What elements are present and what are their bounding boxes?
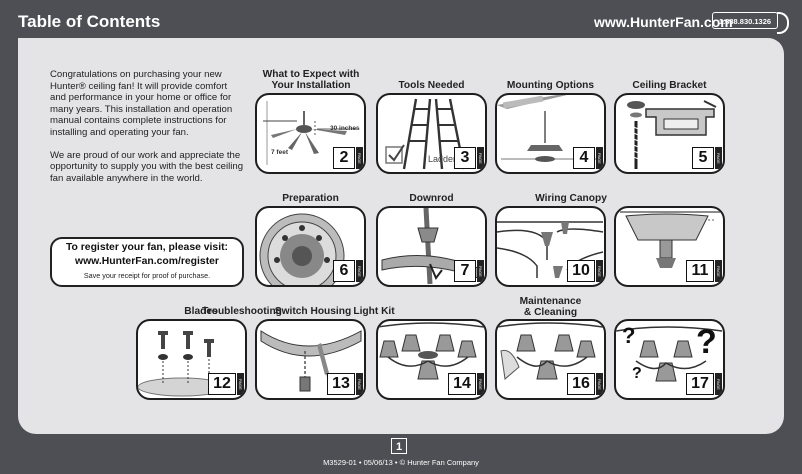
- page-tab: PAGE: [596, 373, 603, 395]
- section-card-maintenance-cleaning[interactable]: 16 PAGE: [495, 319, 606, 400]
- section-card-light-kit[interactable]: 14 PAGE: [376, 319, 487, 400]
- fan-dimensions-illustration: [263, 101, 357, 165]
- phone-hook-decoration: [777, 12, 789, 34]
- wiring-illustration: [497, 221, 604, 278]
- blades-illustration: [138, 331, 227, 397]
- caption-what-to-expect: What to Expect with Your Installation: [252, 69, 370, 91]
- section-card-switch-housing[interactable]: 13 PAGE: [255, 319, 366, 400]
- section-card-preparation[interactable]: 6 PAGE: [255, 206, 366, 287]
- cleaning-illustration: [497, 322, 604, 380]
- footer-text: M3529-01 • 05/06/13 • © Hunter Fan Compa…: [323, 458, 479, 467]
- page-tab: PAGE: [596, 147, 603, 169]
- question-mark: ?: [696, 323, 717, 361]
- caption-wiring-canopy: Wiring Canopy: [535, 193, 607, 204]
- page-number-badge: 17: [686, 373, 714, 395]
- page-tab: PAGE: [237, 373, 244, 395]
- register-box: To register your fan, please visit: www.…: [50, 237, 244, 287]
- section-card-tools-needed[interactable]: Ladder 3 PAGE: [376, 93, 487, 174]
- page-tab: PAGE: [715, 373, 722, 395]
- page-tab: PAGE: [477, 147, 484, 169]
- section-card-canopy[interactable]: 11 PAGE: [614, 206, 725, 287]
- tool-label-ladder: Ladder: [428, 154, 457, 164]
- page-tab: PAGE: [356, 373, 363, 395]
- page-number-badge: 7: [454, 260, 476, 282]
- section-card-downrod[interactable]: 7 PAGE: [376, 206, 487, 287]
- intro-paragraph-1: Congratulations on purchasing your new H…: [50, 69, 233, 138]
- caption-line: & Cleaning: [523, 307, 578, 318]
- register-note: Save your receipt for proof of purchase.: [83, 271, 211, 280]
- section-card-troubleshooting[interactable]: ? ? ? 17 PAGE: [614, 319, 725, 400]
- dimension-label-height: 7 feet: [271, 149, 288, 156]
- page-number-badge: 11: [686, 260, 714, 282]
- page-number-badge: 5: [692, 147, 714, 169]
- page-number-badge: 13: [327, 373, 355, 395]
- page-number-badge: 2: [333, 147, 355, 169]
- light-kit-illustration: [378, 322, 485, 380]
- section-card-what-to-expect[interactable]: 30 inches 7 feet 2 PAGE: [255, 93, 366, 174]
- page-number-badge: 10: [567, 260, 595, 282]
- caption-maintenance-cleaning: Maintenance & Cleaning: [495, 296, 606, 318]
- page-tab: PAGE: [715, 260, 722, 282]
- page-tab: PAGE: [715, 147, 722, 169]
- register-heading: To register your fan, please visit:: [65, 242, 229, 253]
- section-card-wiring-canopy[interactable]: 10 PAGE: [495, 206, 606, 287]
- troubleshooting-illustration: [616, 326, 723, 382]
- page-number-badge: 16: [567, 373, 595, 395]
- page-tab: PAGE: [477, 260, 484, 282]
- intro-paragraph-2: We are proud of our work and appreciate …: [50, 149, 244, 184]
- caption-light-kit: Light Kit: [353, 306, 395, 317]
- dimension-label-width: 30 inches: [330, 125, 360, 132]
- page-number-badge: 6: [333, 260, 355, 282]
- caption-troubleshooting: Troubleshooting: [202, 306, 282, 317]
- phone-number[interactable]: 1.888.830.1326: [712, 12, 778, 29]
- page-number-badge: 4: [573, 147, 595, 169]
- caption-mounting-options: Mounting Options: [506, 80, 595, 91]
- intro-text: Congratulations on purchasing your new H…: [50, 69, 245, 195]
- footer-page-number: 1: [391, 438, 407, 454]
- section-card-mounting-options[interactable]: 4 PAGE: [495, 93, 606, 174]
- caption-ceiling-bracket: Ceiling Bracket: [632, 80, 707, 91]
- caption-tools-needed: Tools Needed: [398, 80, 465, 91]
- caption-line: Maintenance: [519, 296, 582, 307]
- page-tab: PAGE: [356, 147, 363, 169]
- bracket-illustration: [627, 100, 717, 169]
- page-number-badge: 3: [454, 147, 476, 169]
- caption-preparation: Preparation: [282, 193, 339, 204]
- motor-illustration: [259, 213, 345, 285]
- register-link[interactable]: www.HunterFan.com/register: [75, 256, 219, 267]
- page-tab: PAGE: [356, 260, 363, 282]
- caption-downrod: Downrod: [409, 193, 454, 204]
- caption-line: What to Expect with: [262, 69, 360, 80]
- page-number-badge: 12: [208, 373, 236, 395]
- question-mark: ?: [622, 323, 636, 348]
- page-tab: PAGE: [477, 373, 484, 395]
- page-number-badge: 14: [448, 373, 476, 395]
- caption-line: Your Installation: [271, 80, 351, 91]
- mounting-illustration: [497, 95, 597, 162]
- page-tab: PAGE: [596, 260, 603, 282]
- section-card-blades[interactable]: 12 PAGE: [136, 319, 247, 400]
- canopy-illustration: [620, 211, 720, 268]
- page-title: Table of Contents: [18, 12, 161, 31]
- section-card-ceiling-bracket[interactable]: 5 PAGE: [614, 93, 725, 174]
- question-mark: ?: [632, 365, 642, 382]
- caption-blades: Blades: [184, 306, 218, 317]
- website-link[interactable]: www.HunterFan.com: [594, 14, 733, 30]
- caption-switch-housing: Switch Housing: [274, 306, 352, 317]
